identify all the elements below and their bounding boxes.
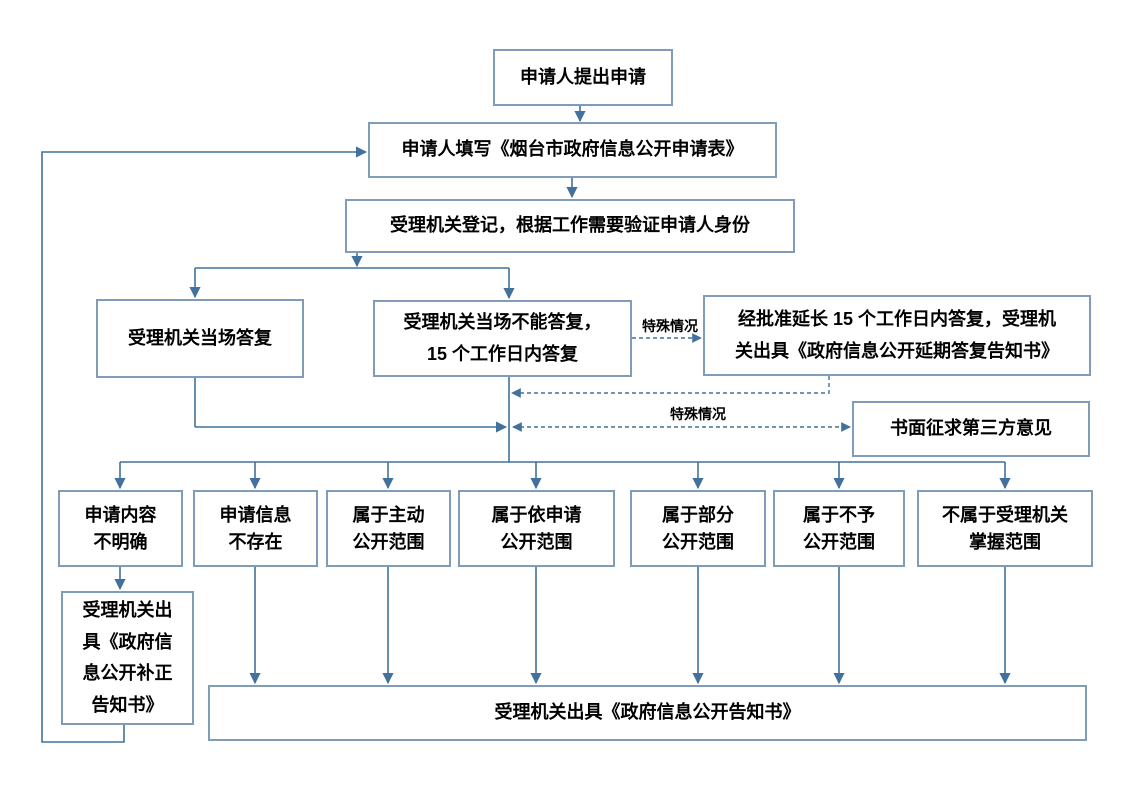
edge-special-extend-return (511, 376, 830, 398)
node-not-held-by-authority: 不属于受理机关掌握范围 (917, 490, 1093, 567)
node-third-party-opinion: 书面征求第三方意见 (852, 401, 1090, 457)
node-disclosure-upon-request: 属于依申请公开范围 (458, 490, 615, 567)
node-fill-application-form: 申请人填写《烟台市政府信息公开申请表》 (368, 122, 777, 178)
node-register-verify-identity: 受理机关登记，根据工作需要验证申请人身份 (345, 199, 795, 253)
node-disclosure-notice: 受理机关出具《政府信息公开告知书》 (208, 685, 1087, 741)
edge-label-special-case-1: 特殊情况 (642, 318, 698, 334)
node-proactive-disclosure: 属于主动公开范围 (326, 490, 451, 567)
node-partial-disclosure: 属于部分公开范围 (630, 490, 766, 567)
edge-label-special-case-2: 特殊情况 (670, 406, 726, 422)
edge-feedback-loop (41, 146, 368, 743)
node-reply-on-spot: 受理机关当场答复 (96, 299, 304, 378)
node-info-not-exist: 申请信息不存在 (193, 490, 318, 567)
node-no-disclosure: 属于不予公开范围 (773, 490, 905, 567)
node-content-unclear: 申请内容不明确 (58, 490, 183, 567)
node-correction-notice: 受理机关出具《政府信息公开补正告知书》 (61, 591, 194, 725)
node-reply-within-15-days: 受理机关当场不能答复，15 个工作日内答复 (373, 300, 632, 377)
node-applicant-submits: 申请人提出申请 (493, 49, 673, 106)
node-approved-extension-notice: 经批准延长 15 个工作日内答复，受理机关出具《政府信息公开延期答复告知书》 (703, 295, 1091, 376)
